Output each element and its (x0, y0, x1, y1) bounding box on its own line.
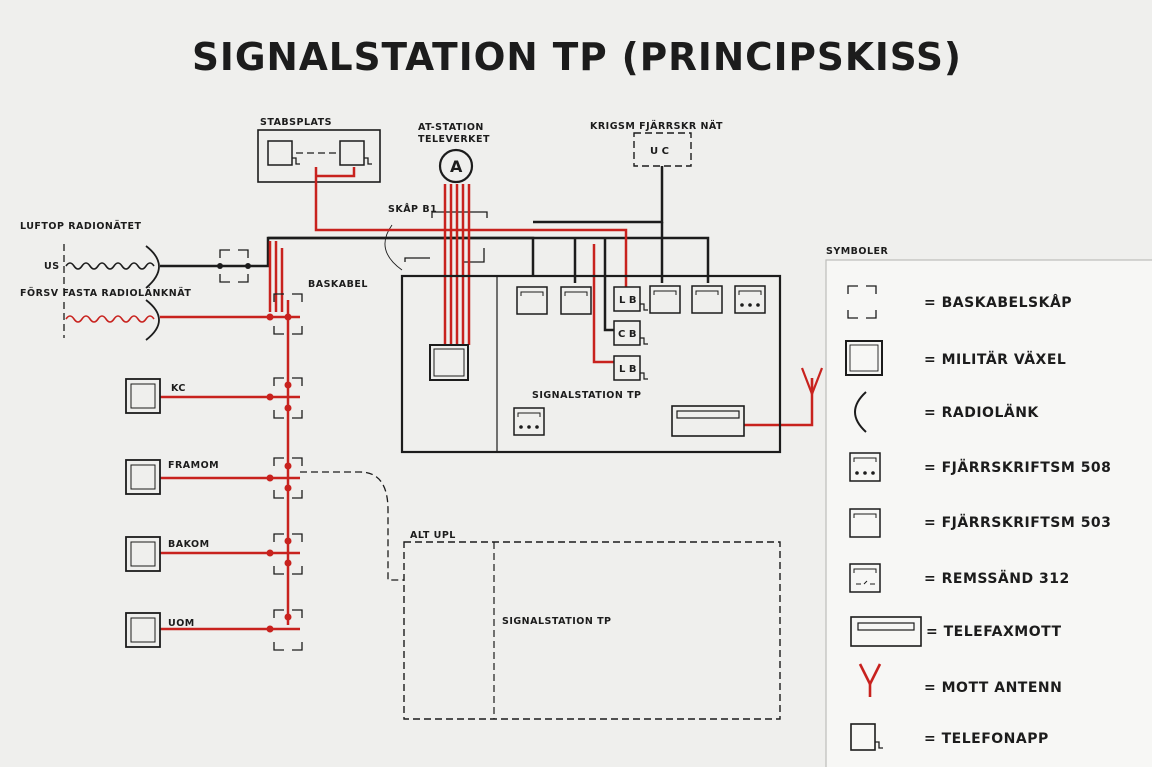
legend-baskabelskap: = BASKABELSKÅP (924, 294, 1072, 311)
forsv-radiolank-icon (145, 299, 160, 341)
label-baskabel: BASKABEL (308, 279, 368, 290)
label-televerket: TELEVERKET (418, 134, 490, 145)
fjarrskriftsm-503-d (691, 285, 723, 314)
label-cb: C B (618, 329, 636, 340)
fjarrskriftsm-503-icon (849, 508, 881, 538)
alt-upl-box (403, 541, 781, 720)
telefaxmott-icon (850, 616, 922, 647)
antenna-icon (858, 663, 882, 697)
uom-station: UOM (125, 612, 195, 648)
legend-radiolank: = RADIOLÄNK (924, 404, 1039, 421)
label-lb-2: L B (619, 364, 636, 375)
radiolank-icon (854, 391, 867, 433)
label-uc: U C (650, 146, 669, 157)
stabsplats-frame (257, 129, 381, 183)
label-at-station: AT-STATION (418, 122, 484, 133)
label-stabsplats: STABSPLATS (260, 117, 332, 128)
label-us: US (44, 261, 60, 272)
baskabel-loop (384, 224, 403, 271)
label-uom: UOM (168, 618, 195, 629)
fjarrskriftsm-508-b (513, 407, 545, 436)
legend-fjarrskriftsm-503: = FJÄRRSKRIFTSM 503 (924, 514, 1111, 531)
telefaxmott-main (671, 405, 745, 437)
label-signalstation-main: SIGNALSTATION TP (532, 390, 642, 401)
legend-militar-vaxel: = MILITÄR VÄXEL (924, 351, 1066, 368)
label-bakom: BAKOM (168, 539, 210, 550)
label-signalstation-alt: SIGNALSTATION TP (502, 616, 612, 627)
black-cable-network (160, 166, 710, 332)
lb-telephone-1: L B (613, 286, 648, 312)
legend-telefonapp: = TELEFONAPP (924, 731, 1049, 747)
at-station-icon (438, 148, 474, 184)
forsv-wave (65, 315, 155, 323)
label-kc: KC (171, 383, 186, 394)
kc-station: KC (125, 378, 186, 414)
alt-upl-route (300, 471, 404, 581)
militar-vaxel-icon (845, 340, 883, 376)
baskabelskap-stack (266, 293, 303, 651)
fjarrskriftsm-503-b (560, 286, 592, 315)
legend-telefaxmott: = TELEFAXMOTT (926, 624, 1062, 640)
legend-remssand: = REMSSÄND 312 (924, 570, 1070, 587)
label-krigsm: KRIGSM FJÄRRSKR NÄT (590, 121, 723, 132)
antenna-main-icon (800, 367, 824, 395)
telefonapp-icon (850, 723, 883, 751)
bakom-station: BAKOM (125, 536, 210, 572)
framom-station: FRAMOM (125, 459, 219, 495)
luftop-radiolank-icon (145, 245, 160, 289)
remssand-icon (849, 563, 881, 593)
fjarrskriftsm-503-a (516, 286, 548, 315)
legend-fjarrskriftsm-508: = FJÄRRSKRIFTSM 508 (924, 459, 1111, 476)
page-title: SIGNALSTATION TP (PRINCIPSKISS) (192, 35, 962, 79)
legend-mott-antenn: = MOTT ANTENN (924, 680, 1062, 696)
label-framom: FRAMOM (168, 460, 219, 471)
stabsplats-telephone-right-icon (339, 140, 372, 166)
red-cable-network (160, 167, 814, 631)
label-luftop: LUFTOP RADIONÄTET (20, 221, 141, 232)
baskabelskap-icon (847, 285, 877, 319)
signalstation-main-box (400, 274, 782, 454)
legend-heading: SYMBOLER (826, 246, 889, 257)
fjarrskriftsm-508-a (734, 285, 766, 314)
stabsplats-telephone-left-icon (267, 140, 300, 166)
militar-vaxel-main (429, 344, 469, 381)
uc-box (633, 132, 692, 167)
cb-telephone: C B (613, 320, 648, 346)
label-lb-1: L B (619, 295, 636, 306)
fjarrskriftsm-503-c (649, 285, 681, 314)
at-station-symbol: A (450, 157, 463, 176)
label-alt-upl: ALT UPL (410, 530, 456, 541)
label-forsv: FÖRSV FASTA RADIOLÄNKNÄT (20, 288, 191, 299)
luftop-wave (65, 262, 155, 270)
fjarrskriftsm-508-icon (849, 452, 881, 482)
label-skap-b1: SKÅP B1 (388, 204, 437, 215)
lb-telephone-2: L B (613, 355, 648, 381)
